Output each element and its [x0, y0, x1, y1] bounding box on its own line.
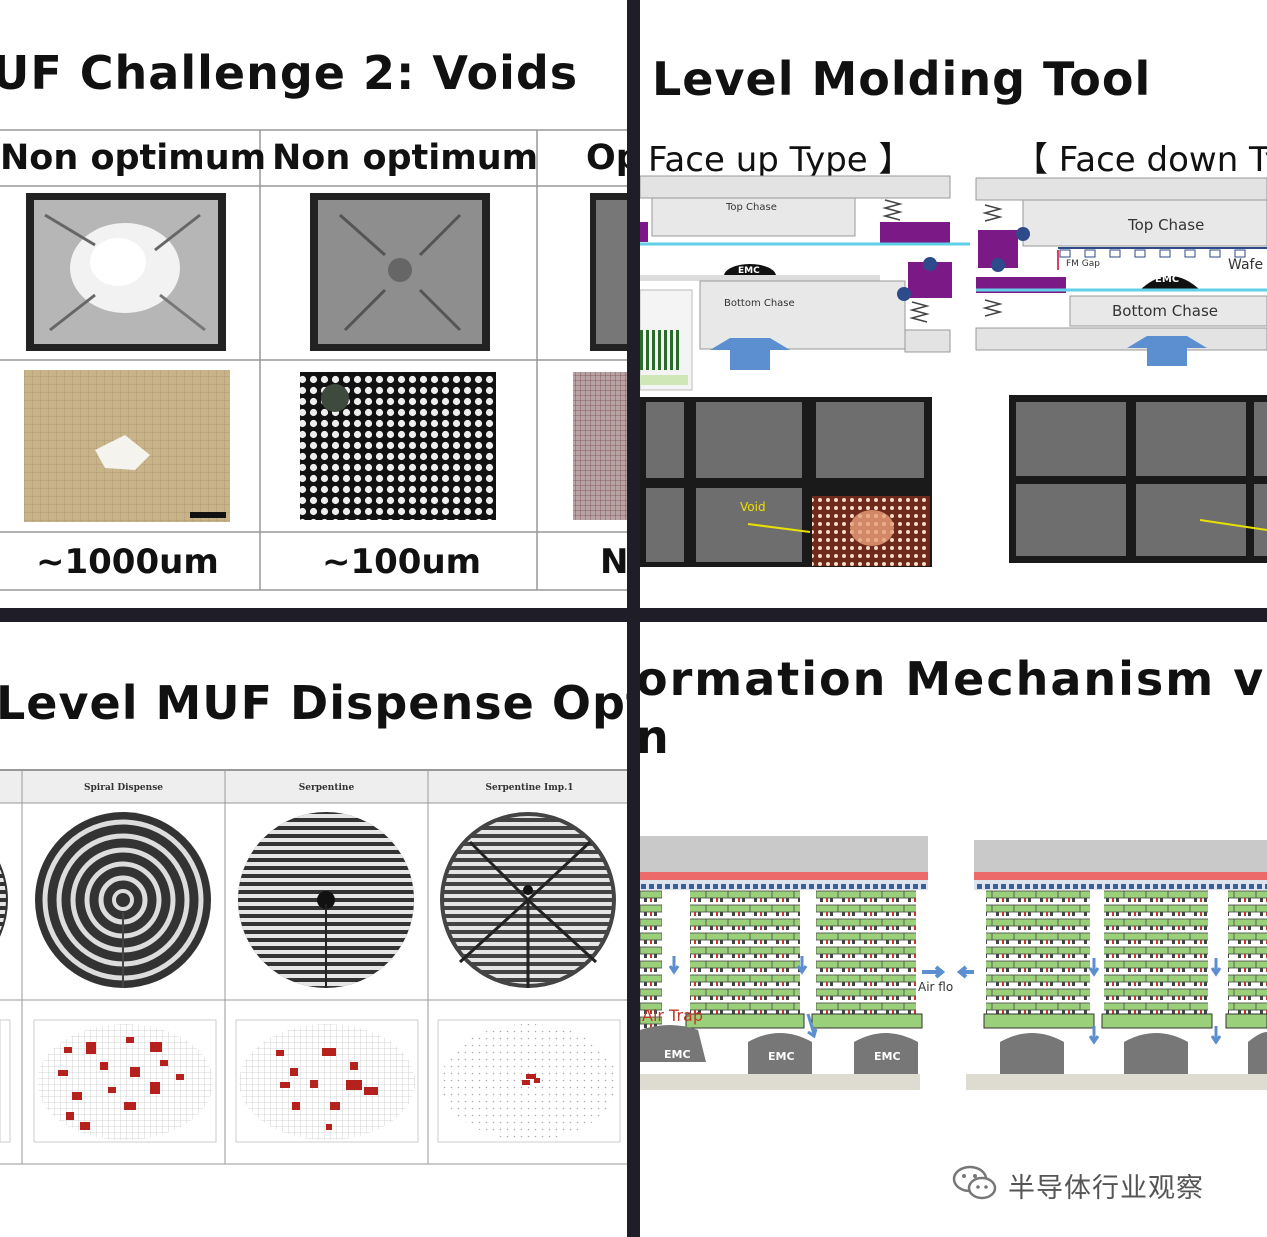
bottom-chase-small-label: Bottom Chase — [724, 298, 795, 309]
void-map-serpentine-imp1 — [437, 1019, 621, 1143]
void-size-1: ~1000um — [36, 542, 219, 582]
col-header-3: Op — [586, 138, 627, 178]
assembly-left — [640, 836, 946, 1090]
panel-muf-dispense: Level MUF Dispense Opti — [0, 622, 627, 1237]
void-label: Void — [740, 500, 766, 514]
molding-diagram — [640, 175, 1267, 567]
slide-title: UF Challenge 2: Voids — [0, 46, 579, 100]
stack-right-1 — [816, 890, 916, 1030]
void-table — [0, 129, 627, 591]
face-up-diagram — [640, 175, 970, 391]
watermark-text: 半导体行业观察 — [1008, 1173, 1204, 1204]
wafer-label: Wafe — [1228, 257, 1264, 273]
col-header-1: Non optimum — [0, 138, 267, 178]
void-size-2: ~100um — [322, 542, 482, 582]
emc-label-1: EMC — [664, 1048, 691, 1061]
wafer-serpentine-imp1 — [440, 812, 616, 988]
emc-small-label: EMC — [738, 266, 760, 276]
wafer-serpentine — [238, 812, 414, 988]
slide-title: Level Molding Tool — [652, 52, 1152, 106]
panel-molding-tool: Level Molding Tool Face up Type 】 【 Face… — [640, 0, 1267, 608]
micrograph-2 — [300, 372, 496, 520]
void-size-3: N — [600, 542, 627, 582]
wechat-icon — [952, 1165, 997, 1200]
top-chase-small-label: Top Chase — [726, 202, 777, 213]
col-header-serpentine: Serpentine — [298, 783, 355, 793]
mechanism-diagram — [640, 836, 1267, 1090]
assembly-right — [956, 840, 1267, 1090]
slide-title-line2: n — [640, 710, 669, 764]
xray-grid-face-down — [1009, 395, 1267, 563]
top-chase-large-label: Top Chase — [1128, 216, 1205, 234]
air-flow-label: Air flo — [918, 980, 954, 994]
panel-uf-voids: UF Challenge 2: Voids — [0, 0, 627, 608]
air-trap-label: Air Trap — [642, 1006, 704, 1025]
stack-center-1 — [690, 890, 800, 1030]
face-down-diagram — [975, 177, 1267, 366]
col-header-spiral: Spiral Dispense — [84, 783, 163, 793]
wafer-spiral — [35, 812, 211, 988]
dispense-table — [0, 769, 627, 1165]
micrograph-3 — [573, 372, 627, 520]
xray-image-1 — [26, 193, 226, 351]
void-map-spiral — [33, 1019, 217, 1143]
wafer-partial-left — [0, 863, 8, 937]
face-up-label: Face up Type 】 — [648, 140, 913, 180]
face-down-label: 【 Face down Ty — [1014, 140, 1267, 180]
col-header-serpentine-imp1: Serpentine Imp.1 — [485, 783, 574, 793]
xray-image-3 — [590, 193, 627, 351]
stack-left-1 — [640, 890, 662, 1030]
bottom-chase-large-label: Bottom Chase — [1112, 302, 1219, 320]
panel-void-mechanism: ormation Mechanism vs E n — [640, 622, 1267, 1237]
void-map-partial-left — [0, 1019, 11, 1143]
col-header-2: Non optimum — [272, 138, 539, 178]
void-map-serpentine — [235, 1019, 419, 1143]
emc-large-label: EMC — [1155, 274, 1180, 285]
fm-gap-label: FM Gap — [1066, 259, 1101, 269]
slide-title-line1: ormation Mechanism vs E — [640, 652, 1267, 706]
watermark: 半导体行业观察 — [950, 1160, 1250, 1204]
slide-title: Level MUF Dispense Opti — [0, 676, 627, 730]
micrograph-1 — [24, 370, 230, 522]
xray-grid-face-up — [640, 397, 932, 567]
emc-label-2: EMC — [768, 1050, 795, 1063]
emc-label-3: EMC — [874, 1050, 901, 1063]
xray-image-2 — [310, 193, 490, 351]
